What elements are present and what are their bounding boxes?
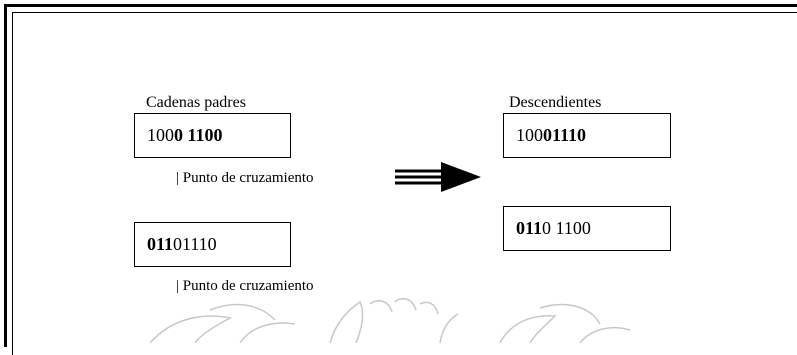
crossover-point-label-1: | Punto de cruzamiento: [176, 170, 314, 186]
laurel-watermark-icon: [149, 297, 631, 343]
offspring-chromosome-1: 100 01110: [503, 113, 671, 158]
offspring-1-normal-bits: 100: [516, 125, 543, 145]
parent-2-normal-bits: 01110: [173, 234, 217, 254]
parent-1-bold-bits: 0 1100: [174, 125, 223, 145]
crossover-point-label-2: | Punto de cruzamiento: [176, 278, 314, 294]
parent-1-normal-bits: 100: [147, 125, 174, 145]
parents-heading: Cadenas padres: [146, 94, 246, 111]
parent-2-bold-bits: 011: [147, 234, 174, 254]
offspring-2-bold-bits: 011: [516, 218, 543, 238]
outer-frame-border: [4, 4, 797, 347]
offspring-1-bold-bits: 01110: [543, 125, 587, 145]
offspring-2-normal-bits: 0 1100: [542, 218, 591, 238]
right-arrow-icon: [395, 162, 481, 192]
inner-frame-border: [12, 12, 797, 355]
offspring-heading: Descendientes: [509, 94, 602, 111]
